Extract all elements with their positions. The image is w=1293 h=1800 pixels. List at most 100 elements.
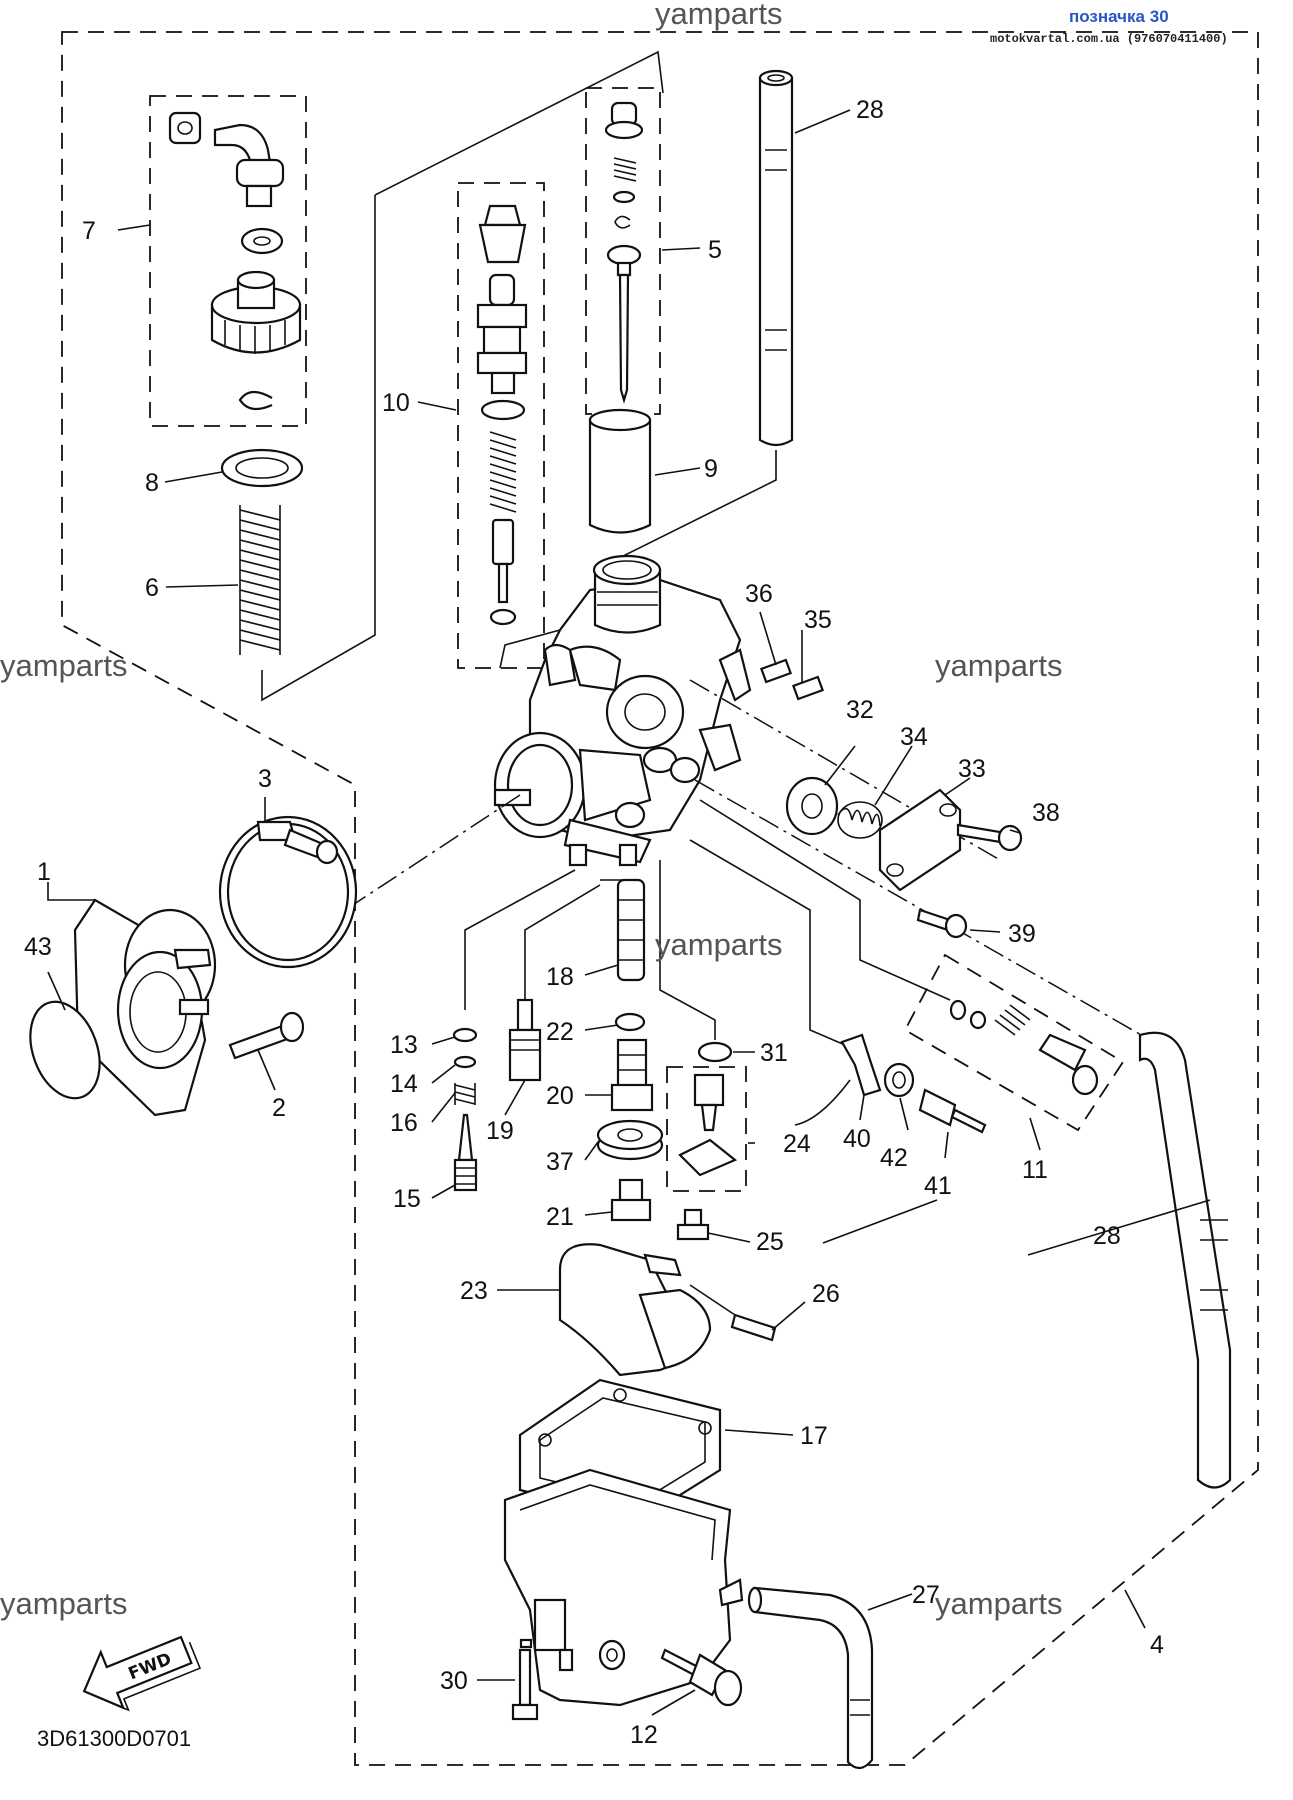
part-37-washer	[596, 1119, 664, 1161]
part-19-starter-jet	[508, 998, 542, 1082]
callout-5: 5	[708, 236, 722, 264]
part-36-screw	[759, 658, 793, 684]
part-34-spring	[837, 801, 883, 839]
part-40-bracket	[840, 1033, 882, 1097]
callout-36: 36	[745, 580, 773, 608]
callout-39: 39	[1008, 920, 1036, 948]
watermark-center: yamparts	[655, 927, 782, 962]
callout-30: 30	[440, 1667, 468, 1695]
part-7-elbow-fitting	[168, 111, 285, 255]
callout-31: 31	[760, 1039, 788, 1067]
callout-6: 6	[145, 574, 159, 602]
part-15-pilot-screw	[453, 1113, 478, 1192]
leader-group-10	[499, 629, 561, 669]
part-35-screw	[791, 675, 825, 701]
callout-3: 3	[258, 765, 272, 793]
callout-16: 16	[390, 1109, 418, 1137]
part-30-screw	[511, 1638, 539, 1721]
callout-9: 9	[704, 455, 718, 483]
leader-drop-13	[464, 869, 576, 1010]
part-33-cover	[878, 788, 962, 892]
part-7-clip	[238, 390, 273, 411]
part-41-screw	[918, 1088, 987, 1134]
callout-2: 2	[272, 1094, 286, 1122]
part-16-spring	[454, 1083, 476, 1105]
leader-group-upper	[374, 50, 664, 196]
callout-37: 37	[546, 1148, 574, 1176]
watermark-left-lower: yamparts	[0, 1586, 127, 1621]
callout-26: 26	[812, 1280, 840, 1308]
callout-15: 15	[393, 1185, 421, 1213]
part-3-clamp	[218, 815, 358, 969]
callout-7: 7	[82, 217, 96, 245]
callout-19: 19	[486, 1117, 514, 1145]
carburetor-body	[493, 554, 752, 867]
part-25-screw	[676, 1208, 710, 1241]
callout-1: 1	[37, 858, 51, 886]
callout-25: 25	[756, 1228, 784, 1256]
callout-23: 23	[460, 1277, 488, 1305]
leader-lines	[47, 109, 1211, 1716]
callout-18: 18	[546, 963, 574, 991]
leader-drop-11	[699, 799, 951, 1001]
callout-21: 21	[546, 1203, 574, 1231]
callout-11: 11	[1022, 1156, 1048, 1184]
part-27-drain-hose	[747, 1586, 874, 1770]
callout-14: 14	[390, 1070, 418, 1098]
watermark-left-upper: yamparts	[0, 648, 127, 683]
part-float-bowl	[503, 1468, 744, 1707]
centerline-inlet	[329, 794, 521, 921]
callout-28-top: 28	[856, 96, 884, 124]
assembly-outline	[61, 31, 1259, 1766]
part-32-diaphragm	[785, 776, 839, 836]
callout-38: 38	[1032, 799, 1060, 827]
part-13-o-ring	[452, 1027, 478, 1043]
callout-17: 17	[800, 1422, 828, 1450]
watermark-top: yamparts	[655, 0, 782, 31]
group-box-10	[457, 182, 545, 669]
leader-drop-19	[524, 884, 601, 1000]
part-24-needle-valve	[678, 1073, 738, 1177]
callout-24: 24	[783, 1130, 811, 1158]
callout-32: 32	[846, 696, 874, 724]
part-28-hose-lower	[1138, 1031, 1232, 1489]
part-1-joint	[73, 898, 217, 1117]
part-14-washer	[453, 1055, 477, 1069]
leader-group-left	[261, 195, 376, 702]
part-11-air-screw	[949, 999, 1099, 1096]
part-5-jet-needle	[604, 101, 644, 404]
part-7-cap	[210, 270, 302, 354]
part-28-hose-upper	[758, 69, 794, 447]
callout-8: 8	[145, 469, 159, 497]
callout-10: 10	[382, 389, 410, 417]
part-31-o-ring	[697, 1041, 733, 1063]
watermark-right-upper: yamparts	[935, 648, 1062, 683]
part-9-throttle-valve	[588, 408, 652, 534]
callout-13: 13	[390, 1031, 418, 1059]
leader-pin-line	[689, 1284, 736, 1316]
leader-drop-31	[659, 860, 716, 1040]
watermark-right-lower: yamparts	[935, 1586, 1062, 1621]
callout-27: 27	[912, 1581, 940, 1609]
leader-hose-to-body	[594, 450, 777, 571]
callout-28-bottom: 28	[1093, 1222, 1121, 1250]
part-38-screw	[956, 823, 1023, 852]
group-box-11	[903, 953, 1125, 1132]
callout-33: 33	[958, 755, 986, 783]
group-box-24	[666, 1066, 747, 1192]
part-18-needle-jet	[616, 878, 646, 982]
part-39-screw	[916, 908, 968, 939]
callout-12: 12	[630, 1721, 658, 1749]
part-2-bolt	[228, 1011, 305, 1060]
callout-42: 42	[880, 1144, 908, 1172]
callout-41: 41	[924, 1172, 952, 1200]
part-23-float	[558, 1243, 712, 1377]
callout-43: 43	[24, 933, 52, 961]
header-tag: позначка 30	[1069, 7, 1169, 26]
group-box-7	[149, 95, 307, 427]
fwd-arrow-icon: FWD	[82, 1635, 202, 1712]
part-26-pin	[730, 1313, 777, 1342]
part-12-drain-screw	[660, 1648, 743, 1707]
callout-20: 20	[546, 1082, 574, 1110]
callout-35: 35	[804, 606, 832, 634]
